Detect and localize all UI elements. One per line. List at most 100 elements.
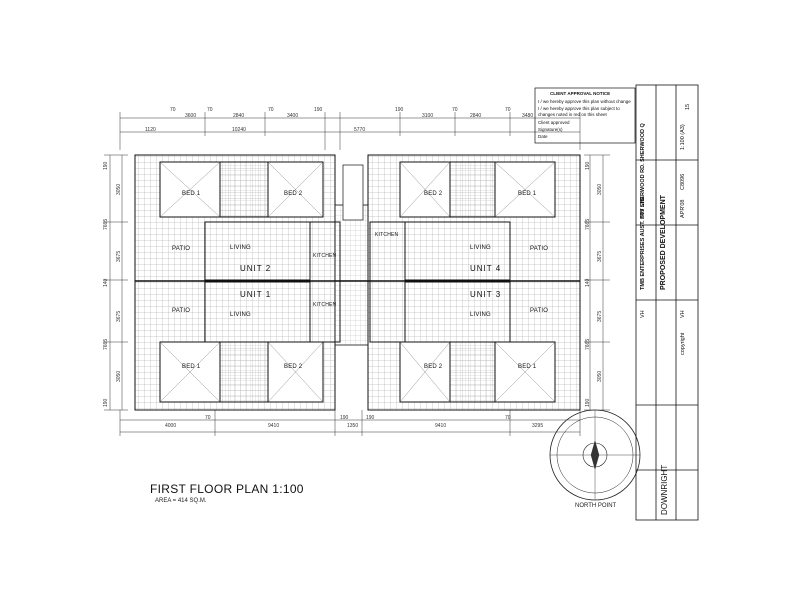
room-label-bed-2: BED 2 xyxy=(424,364,443,370)
dimension: 190 xyxy=(340,415,349,421)
title-block-checked: VH xyxy=(680,310,686,318)
room-label-bed-2: BED 2 xyxy=(284,364,303,370)
approval-notice-line: Client approved xyxy=(538,120,570,125)
room-label-living: LIVING xyxy=(230,312,251,318)
approval-notice-heading: CLIENT APPROVAL NOTICE xyxy=(550,91,611,96)
dimension: 70 xyxy=(505,107,511,113)
room-label-bed-1: BED 1 xyxy=(518,191,537,197)
dimension-overall: 10240 xyxy=(232,127,246,133)
right-dimension-lines xyxy=(584,154,610,411)
title-block-copyright: copyright xyxy=(680,332,686,355)
dimension: 3100 xyxy=(422,113,434,119)
dimension: 190 xyxy=(366,415,375,421)
dimension: 7665 xyxy=(585,338,591,350)
dimension: 3480 xyxy=(522,113,534,119)
dimension: 3675 xyxy=(116,250,122,262)
title-block-scale: 1:100 (A3) xyxy=(680,124,686,150)
dimension: 3295 xyxy=(532,423,544,429)
north-point-symbol xyxy=(549,409,641,501)
dimension: 70 xyxy=(207,107,213,113)
room-label-patio: PATIO xyxy=(172,246,191,252)
dimension: 3675 xyxy=(597,310,603,322)
room-label-kitchen: KITCHEN xyxy=(313,253,337,259)
room-label-bed-1: BED 1 xyxy=(518,364,537,370)
dimension: 2840 xyxy=(470,113,482,119)
unit-label: UNIT 4 xyxy=(470,264,502,273)
dimension: 70 xyxy=(205,415,211,421)
plan-title: FIRST FLOOR PLAN 1:100 xyxy=(150,482,304,496)
dimension: 190 xyxy=(585,161,591,170)
dimension: 3675 xyxy=(116,310,122,322)
title-block-job-no: C8096 xyxy=(680,173,686,190)
room-label-living: LIVING xyxy=(470,245,491,251)
approval-notice-frame xyxy=(534,87,636,144)
room-label-bed-1: BED 1 xyxy=(182,364,201,370)
approval-notice-line: Date xyxy=(538,134,548,139)
dimension: 3600 xyxy=(185,113,197,119)
dimension: 190 xyxy=(314,107,323,113)
room-label-kitchen: KITCHEN xyxy=(375,232,399,238)
bottom-dimension-lines xyxy=(119,410,581,436)
dimension: 7665 xyxy=(103,218,109,230)
dimension: 9410 xyxy=(435,423,447,429)
dimension: 3050 xyxy=(597,183,603,195)
dimension: 2840 xyxy=(233,113,245,119)
dimension-overall: 1120 xyxy=(145,127,156,133)
bedrooms-unit-1 xyxy=(159,341,324,403)
title-block-frame xyxy=(635,84,699,521)
room-label-bed-1: BED 1 xyxy=(182,191,201,197)
dimension: 7665 xyxy=(103,338,109,350)
unit-label: UNIT 3 xyxy=(470,290,502,299)
plan-area: AREA = 414 SQ.M. xyxy=(155,498,207,504)
bedrooms-unit-3 xyxy=(399,341,556,403)
approval-notice-line: I / we hereby approve this plan subject … xyxy=(538,106,620,111)
top-dimension-lines xyxy=(119,112,581,150)
north-point-label: NORTH POINT xyxy=(575,503,617,509)
room-label-bed-2: BED 2 xyxy=(424,191,443,197)
dimension: 70 xyxy=(268,107,274,113)
bedrooms-unit-4 xyxy=(399,161,556,218)
title-block-sheet: 15 xyxy=(685,103,691,110)
approval-notice-line: Signature(s) xyxy=(538,127,563,132)
dimension: 140 xyxy=(585,278,591,287)
room-label-patio: PATIO xyxy=(530,246,549,252)
dimension: 9410 xyxy=(268,423,280,429)
unit-label: UNIT 2 xyxy=(240,264,272,273)
dimension: 190 xyxy=(585,398,591,407)
living-areas xyxy=(135,221,580,343)
dimension: 70 xyxy=(170,107,176,113)
title-block-date: APR'08 xyxy=(680,199,686,218)
dimension: 4000 xyxy=(165,423,177,429)
dimension: 3400 xyxy=(287,113,299,119)
room-label-living: LIVING xyxy=(230,245,251,251)
dimension: 190 xyxy=(103,398,109,407)
dimension: 1350 xyxy=(347,423,359,429)
dimension: 3050 xyxy=(116,183,122,195)
room-label-bed-2: BED 2 xyxy=(284,191,303,197)
room-label-patio: PATIO xyxy=(172,308,191,314)
dimension-overall: 5770 xyxy=(354,127,366,133)
dimension: 3050 xyxy=(116,370,122,382)
approval-notice-line: I / we hereby approve this plan without … xyxy=(538,99,631,104)
left-dimension-lines xyxy=(104,154,128,411)
title-block-company: DOWNRIGHT xyxy=(660,464,669,515)
dimension: 70 xyxy=(505,415,511,421)
dimension: 70 xyxy=(452,107,458,113)
title-block-project: PROPOSED DEVELOPMENT xyxy=(660,195,667,290)
title-block-address: 509 SHERWOOD RD. SHERWOOD Q xyxy=(640,123,646,218)
dimension: 190 xyxy=(103,161,109,170)
approval-notice-line: changes noted in red on this sheet xyxy=(538,112,607,117)
room-label-living: LIVING xyxy=(470,312,491,318)
room-diagonals xyxy=(159,161,556,403)
title-block-drawn: VH xyxy=(640,310,646,318)
dimension: 3675 xyxy=(597,250,603,262)
bedrooms-unit-2 xyxy=(159,161,324,218)
room-label-kitchen: KITCHEN xyxy=(313,302,337,308)
dimension: 190 xyxy=(395,107,404,113)
dimension: 3050 xyxy=(597,370,603,382)
dimension: 7665 xyxy=(585,218,591,230)
unit-label: UNIT 1 xyxy=(240,290,272,299)
room-label-patio: PATIO xyxy=(530,308,549,314)
